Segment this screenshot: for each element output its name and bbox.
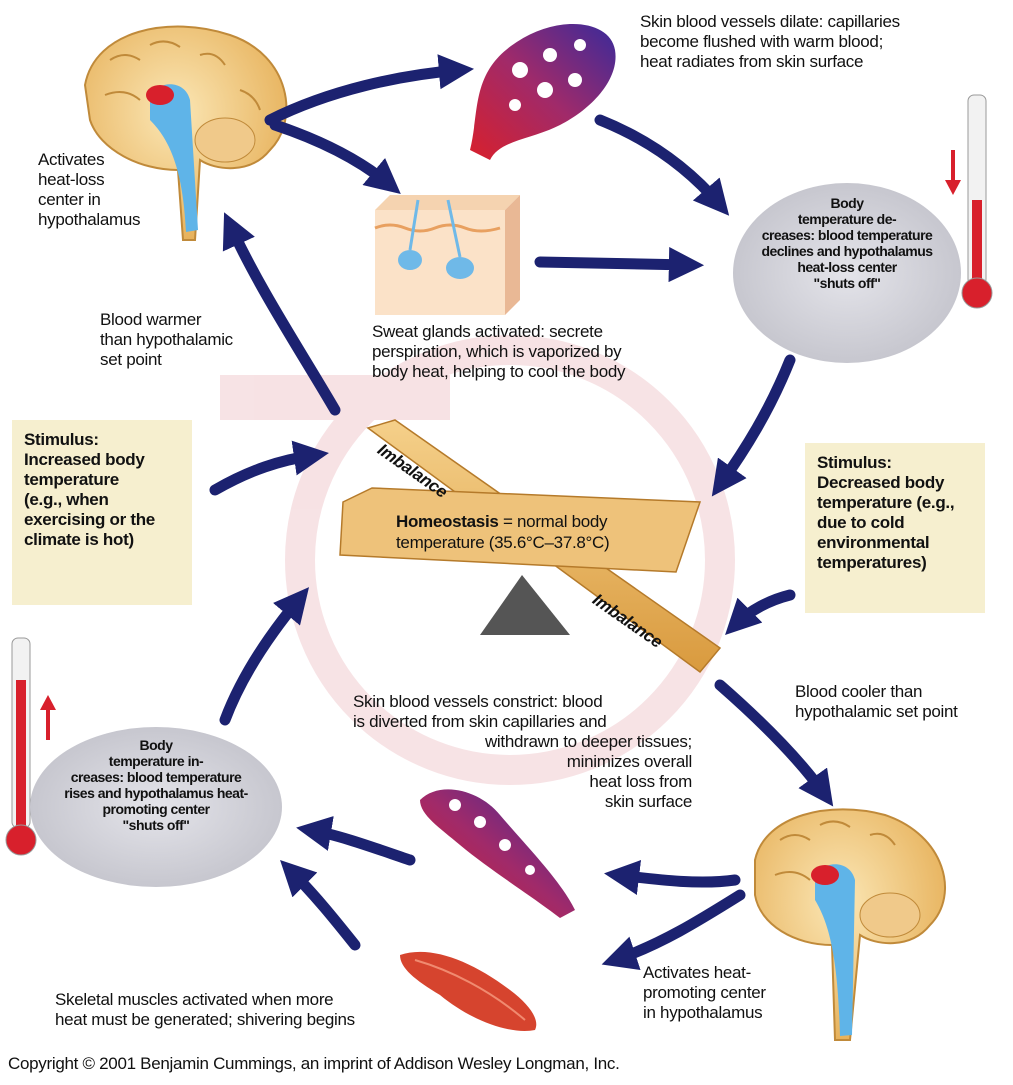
homeostasis-bold: Homeostasis xyxy=(396,512,499,531)
blood-cooler-label: Blood cooler than hypothalamic set point xyxy=(795,682,958,722)
copyright-notice: Copyright © 2001 Benjamin Cummings, an i… xyxy=(8,1054,620,1074)
capillary-network-icon xyxy=(470,24,616,160)
vessels-constrict-label: Skin blood vessels constrict: blood is d… xyxy=(353,692,606,732)
muscles-label: Skeletal muscles activated when more hea… xyxy=(55,990,355,1030)
skin-sweat-gland-icon xyxy=(375,195,520,315)
homeostasis-rest: = normal body xyxy=(499,512,608,531)
homeostasis-range-label: temperature (35.6°C–37.8°C) xyxy=(396,533,609,553)
sweat-glands-label: Sweat glands activated: secrete perspira… xyxy=(372,322,625,382)
stimulus-decreased-box: Stimulus: Decreased body temperature (e.… xyxy=(805,443,985,613)
temperature-decreases-oval: Body temperature de- creases: blood temp… xyxy=(733,183,961,363)
vessels-constrict-label-cont: withdrawn to deeper tissues; minimizes o… xyxy=(430,732,692,812)
temperature-increases-oval: Body temperature in- creases: blood temp… xyxy=(30,727,282,887)
vessels-dilate-label: Skin blood vessels dilate: capillaries b… xyxy=(640,12,900,72)
seesaw-fulcrum xyxy=(480,575,570,635)
heat-loss-center-label: Activates heat-loss center in hypothalam… xyxy=(38,150,140,230)
homeostasis-label: Homeostasis = normal body xyxy=(396,512,607,532)
brain-icon xyxy=(755,809,945,1040)
muscle-icon xyxy=(400,952,536,1031)
temperature-increases-label: Body temperature in- creases: blood temp… xyxy=(40,737,272,833)
blood-warmer-label: Blood warmer than hypothalamic set point xyxy=(100,310,233,370)
temperature-decreases-label: Body temperature de- creases: blood temp… xyxy=(743,195,951,291)
stimulus-increased-box: Stimulus: Increased body temperature (e.… xyxy=(12,420,192,605)
heat-promoting-center-label: Activates heat- promoting center in hypo… xyxy=(643,963,766,1023)
